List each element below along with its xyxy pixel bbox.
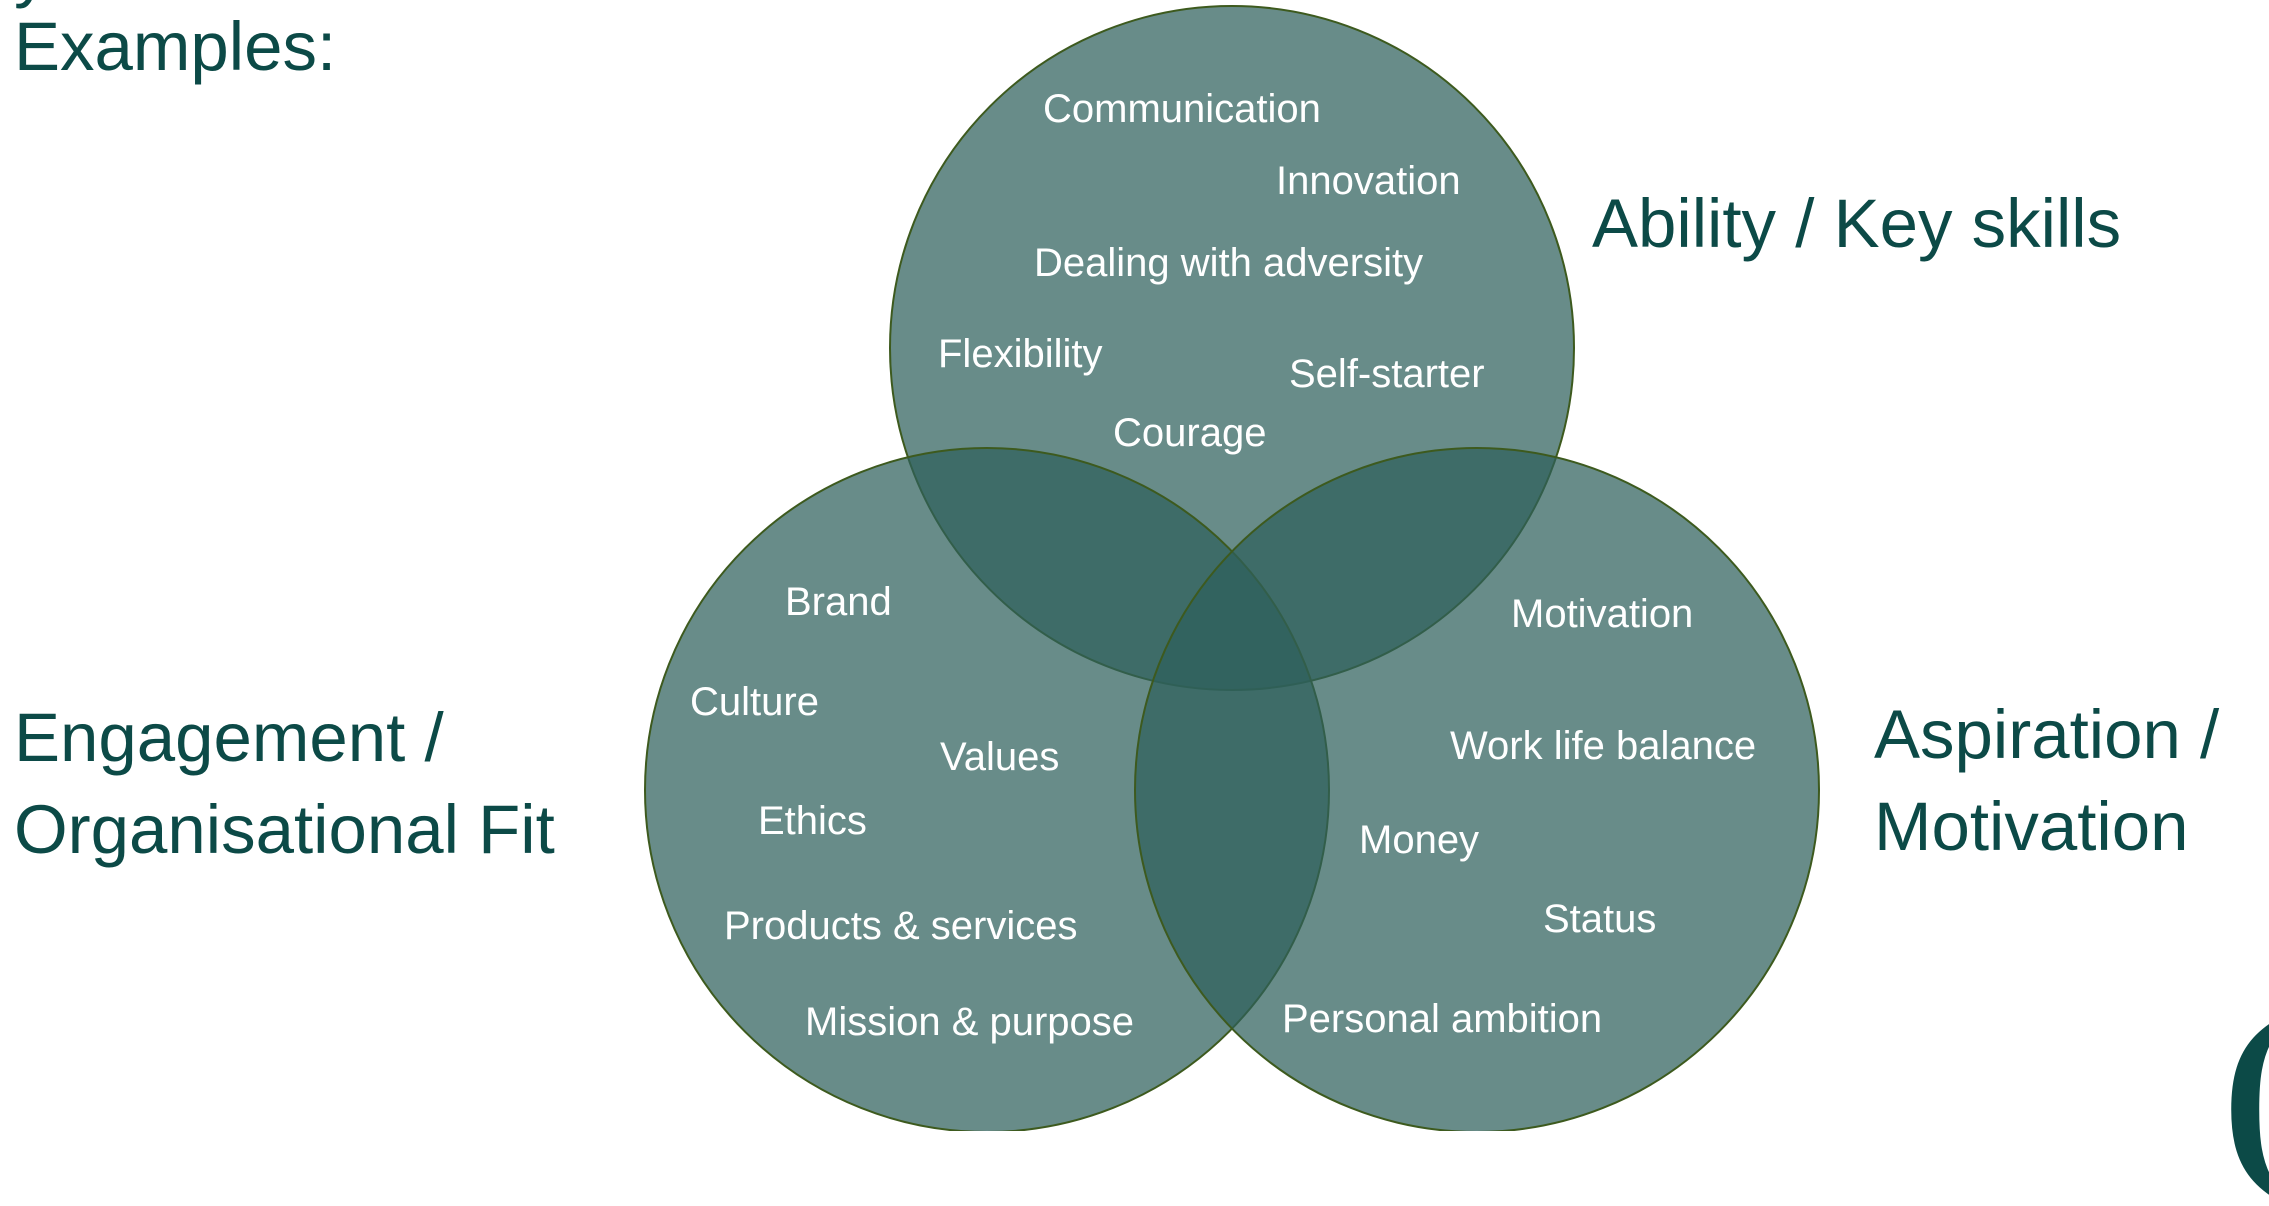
item-work-life-balance: Work life balance [1450,724,1756,768]
item-self-starter: Self-starter [1289,352,1485,396]
item-personal-ambition: Personal ambition [1282,997,1602,1041]
item-flexibility: Flexibility [938,332,1102,376]
venn-diagram: Communication Innovation Dealing with ad… [644,5,1820,1131]
item-courage: Courage [1113,411,1266,455]
examples-label: Examples: [14,8,337,85]
item-money: Money [1359,818,1479,862]
logo-fragment: ( [2222,985,2269,1195]
label-ability-key-skills: Ability / Key skills [1592,185,2122,262]
circle-aspiration [1134,447,1820,1131]
label-aspiration-line2: Motivation [1874,788,2189,865]
item-brand: Brand [785,580,892,624]
item-products-services: Products & services [724,904,1077,948]
item-communication: Communication [1043,87,1321,131]
item-culture: Culture [690,680,819,724]
label-aspiration-line1: Aspiration / [1874,696,2220,773]
item-innovation: Innovation [1276,159,1461,203]
item-values: Values [940,735,1059,779]
item-motivation: Motivation [1511,592,1693,636]
item-status: Status [1543,897,1656,941]
item-ethics: Ethics [758,799,867,843]
label-engagement-line1: Engagement / [14,699,444,776]
item-mission-purpose: Mission & purpose [805,1000,1134,1044]
cutoff-heading-text: y [14,0,49,5]
item-dealing-with-adversity: Dealing with adversity [1034,241,1423,285]
label-engagement-line2: Organisational Fit [14,791,555,868]
